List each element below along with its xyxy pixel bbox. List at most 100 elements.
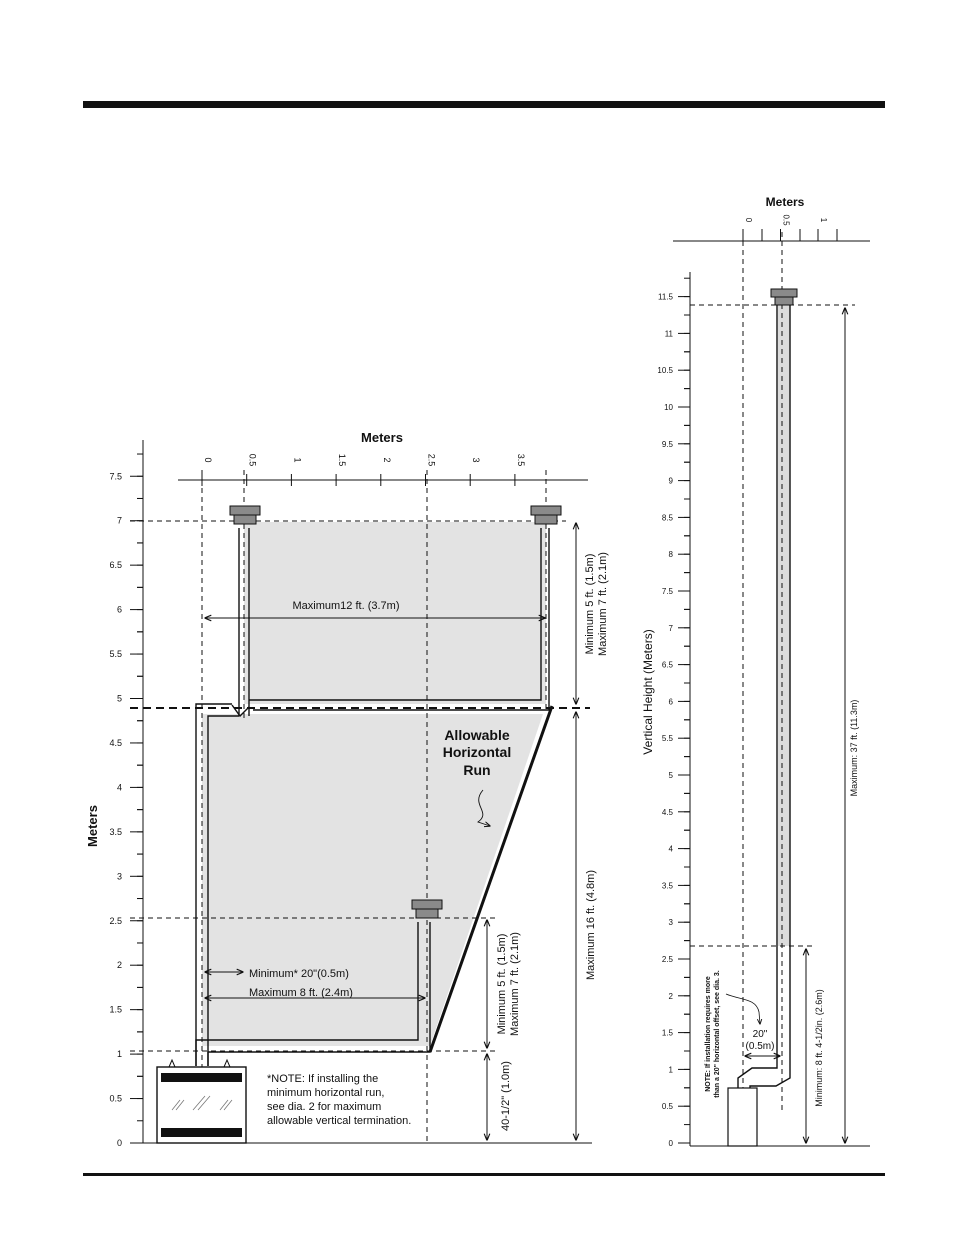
y-tick-label: 6 bbox=[669, 697, 674, 706]
note-line-2: minimum horizontal run, bbox=[267, 1087, 384, 1099]
max-16ft-label: Maximum 16 ft. (4.8m) bbox=[585, 870, 597, 980]
y-tick-label: 0 bbox=[669, 1139, 674, 1148]
y-tick-label: 8 bbox=[669, 550, 674, 559]
right-left-axis-ticks: 11.51110.5109.598.587.576.565.554.543.53… bbox=[657, 277, 690, 1148]
x-tick-label: 2 bbox=[382, 457, 392, 462]
x-tick-label: 1 bbox=[819, 218, 828, 223]
y-tick-label: 8.5 bbox=[662, 513, 674, 522]
lower-shaded-area bbox=[202, 714, 543, 1046]
y-tick-label: 6.5 bbox=[662, 661, 674, 670]
y-tick-label: 7 bbox=[117, 516, 122, 526]
y-tick-label: 1 bbox=[669, 1065, 674, 1074]
y-tick-label: 2.5 bbox=[662, 955, 674, 964]
upper-max-label: Maximum 7 ft. (2.1m) bbox=[597, 552, 609, 656]
y-tick-label: 0 bbox=[117, 1138, 122, 1148]
y-tick-label: 7.5 bbox=[109, 471, 122, 481]
min-8ft-label: Minimum: 8 ft. 4-1/2in. (2.6m) bbox=[814, 989, 824, 1107]
left-y-axis-title: Meters bbox=[85, 805, 100, 847]
y-tick-label: 4 bbox=[669, 845, 674, 854]
y-tick-label: 2 bbox=[669, 992, 674, 1001]
y-tick-label: 5.5 bbox=[109, 649, 122, 659]
upper-min-label: Minimum 5 ft. (1.5m) bbox=[584, 554, 596, 655]
allowable-boundary-line bbox=[428, 705, 554, 1053]
x-tick-label: 0 bbox=[744, 218, 753, 223]
top-rule bbox=[83, 101, 885, 108]
y-tick-label: 4.5 bbox=[662, 808, 674, 817]
lower-max-label: Maximum 7 ft. (2.1m) bbox=[509, 932, 521, 1036]
allowable-pointer bbox=[477, 789, 490, 826]
y-tick-label: 9 bbox=[669, 477, 674, 486]
top-axis-ticks: 0 0.5 1 1.5 2 2.5 3 3.5 bbox=[201, 454, 526, 486]
y-tick-label: 4 bbox=[117, 782, 122, 792]
allowable-label-line2: Horizontal bbox=[443, 744, 511, 760]
max-37ft-label: Maximum: 37 ft. (11.3m) bbox=[849, 700, 859, 797]
allowable-label-line1: Allowable bbox=[444, 727, 510, 743]
max-8ft-label: Maximum 8 ft. (2.4m) bbox=[249, 987, 353, 999]
x-tick-label: 0.5 bbox=[248, 454, 258, 467]
left-axis-ticks: 7.5 7 6.5 6 5.5 5 4.5 4 3.5 3 2.5 2 1.5 1 0.5 0 bbox=[109, 453, 143, 1148]
left-diagram: 0 0.5 1 1.5 2 2.5 3 3.5 7.5 7 6.5 6 5.5 5 4.5 4 3.5 3 2.5… bbox=[85, 430, 609, 1148]
pipe-elbow-mark bbox=[231, 704, 250, 718]
y-tick-label: 11.5 bbox=[658, 293, 674, 302]
upper-shaded-area bbox=[244, 522, 546, 704]
y-tick-label: 3.5 bbox=[109, 827, 122, 837]
x-tick-label: 3 bbox=[471, 457, 481, 462]
lower-min-label: Minimum 5 ft. (1.5m) bbox=[496, 934, 508, 1035]
y-tick-label: 11 bbox=[665, 329, 674, 338]
right-note-line-1: NOTE: If installation requires more bbox=[705, 976, 712, 1092]
y-tick-label: 9.5 bbox=[662, 440, 674, 449]
base-height-label: 40-1/2" (1.0m) bbox=[500, 1061, 512, 1131]
x-tick-label: 1.5 bbox=[337, 454, 347, 467]
right-x-axis-title: Meters bbox=[766, 195, 805, 209]
max-12ft-label: Maximum12 ft. (3.7m) bbox=[293, 600, 400, 612]
y-tick-label: 4.5 bbox=[109, 738, 122, 748]
y-tick-label: 2.5 bbox=[109, 916, 122, 926]
right-fireplace-unit bbox=[727, 1087, 758, 1147]
offset-pointer bbox=[725, 993, 760, 1024]
x-tick-label: 2.5 bbox=[427, 454, 437, 467]
y-tick-label: 0.5 bbox=[662, 1102, 674, 1111]
y-tick-label: 1.5 bbox=[662, 1029, 674, 1038]
y-tick-label: 7 bbox=[669, 624, 674, 633]
min-20in-label: Minimum* 20"(0.5m) bbox=[249, 968, 349, 980]
y-tick-label: 5 bbox=[117, 694, 122, 704]
y-tick-label: 10 bbox=[664, 403, 673, 412]
y-tick-label: 3 bbox=[669, 918, 674, 927]
right-vent-pipe bbox=[737, 304, 791, 1088]
right-shaded-pipe bbox=[778, 304, 790, 946]
note-line-4: allowable vertical termination. bbox=[267, 1115, 411, 1127]
y-tick-label: 5.5 bbox=[662, 734, 674, 743]
x-tick-label: 0 bbox=[203, 457, 213, 462]
x-tick-label: 3.5 bbox=[516, 454, 526, 467]
y-tick-label: 10.5 bbox=[657, 366, 673, 375]
fireplace-unit bbox=[156, 1058, 247, 1144]
offset-05m-label: (0.5m) bbox=[746, 1041, 775, 1052]
y-tick-label: 0.5 bbox=[109, 1094, 122, 1104]
right-y-axis-title: Vertical Height (Meters) bbox=[641, 629, 655, 754]
left-x-axis-title: Meters bbox=[361, 430, 403, 445]
bottom-rule bbox=[83, 1173, 885, 1176]
note-line-3: see dia. 2 for maximum bbox=[267, 1101, 381, 1113]
y-tick-label: 1 bbox=[117, 1049, 122, 1059]
y-tick-label: 6 bbox=[117, 605, 122, 615]
y-tick-label: 2 bbox=[117, 960, 122, 970]
x-tick-label: 1 bbox=[292, 457, 302, 462]
y-tick-label: 5 bbox=[669, 771, 674, 780]
y-tick-label: 3 bbox=[117, 871, 122, 881]
right-termination-cap bbox=[770, 288, 798, 306]
x-tick-label: 0.5 bbox=[782, 214, 791, 226]
vent-pipe bbox=[195, 528, 550, 1066]
y-tick-label: 1.5 bbox=[109, 1005, 122, 1015]
y-tick-label: 6.5 bbox=[109, 560, 122, 570]
termination-cap-right bbox=[530, 505, 562, 525]
offset-20in-label: 20" bbox=[753, 1029, 768, 1040]
termination-cap-left bbox=[229, 505, 261, 525]
allowable-label-line3: Run bbox=[463, 762, 490, 778]
y-tick-label: 7.5 bbox=[662, 587, 674, 596]
y-tick-label: 3.5 bbox=[662, 881, 674, 890]
termination-cap-middle bbox=[411, 899, 443, 919]
right-note-line-2: than a 20" horizontal offset, see dia. 3… bbox=[714, 970, 721, 1097]
